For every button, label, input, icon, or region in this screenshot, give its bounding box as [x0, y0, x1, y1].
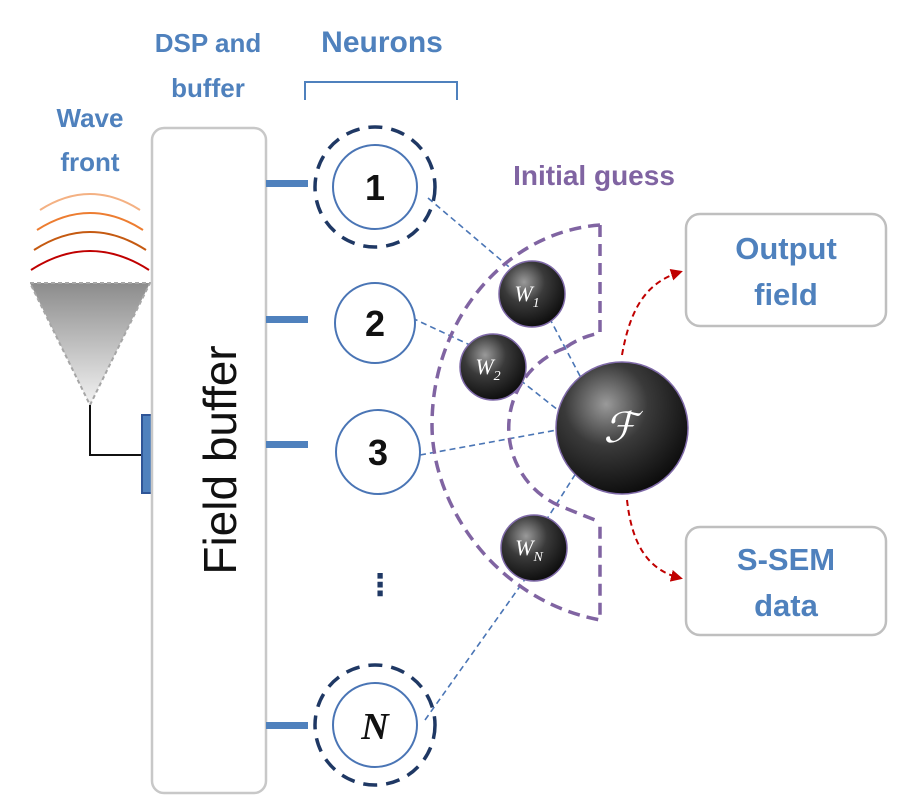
neurons-bracket — [304, 81, 458, 100]
output-field-box-frame — [684, 212, 888, 328]
dsp-buffer-label: DSP and buffer — [155, 28, 261, 103]
neuron-n-outer-ring — [313, 663, 437, 787]
weight-node-1-label: W1 — [514, 281, 539, 311]
connector-n — [266, 722, 308, 729]
weight-node-2-sphere — [459, 333, 527, 401]
arrow-to-ssem-data — [626, 499, 683, 582]
output-field-line2: field — [754, 277, 818, 312]
weight-node-1: W1 — [498, 260, 566, 328]
ssem-data-box: S-SEM data — [684, 525, 888, 637]
output-arrows — [621, 268, 683, 582]
antenna-cable — [89, 405, 150, 456]
wave-front-label: Wave front — [57, 103, 124, 177]
neuron-1: 1 — [313, 125, 437, 249]
ssem-data-line2: data — [754, 588, 819, 623]
weight-node-n-sphere — [500, 514, 568, 582]
wave-front-icon — [30, 193, 150, 271]
connector-2 — [266, 316, 308, 323]
weight-node-n-label: WN — [515, 535, 543, 565]
output-field-box: Output field — [684, 212, 888, 328]
connector-1 — [266, 180, 308, 187]
neuron-2: 2 — [334, 282, 416, 364]
initial-guess-label: Initial guess — [513, 160, 675, 191]
buffer-connectors — [266, 180, 308, 729]
neuron-2-label: 2 — [365, 303, 385, 344]
weight-node-n: WN — [500, 514, 568, 582]
neuron-n-label: N — [360, 706, 390, 748]
arrow-to-output-field — [621, 268, 683, 356]
wave-label-line1: Wave — [57, 103, 124, 133]
function-node: ℱ — [555, 361, 689, 495]
neuron-3-circle — [335, 409, 421, 495]
neuron-ellipsis: ⋮ — [365, 569, 395, 602]
field-buffer-box — [150, 126, 268, 795]
field-buffer-label: Field buffer — [194, 345, 246, 574]
weight-node-2-label: W2 — [475, 354, 500, 384]
neuron-1-label: 1 — [365, 167, 385, 208]
horn-antenna-icon — [28, 282, 152, 408]
ssem-data-line1: S-SEM — [737, 542, 835, 577]
initial-guess-region — [430, 223, 602, 623]
neuron-2-circle — [334, 282, 416, 364]
neuron-1-circle — [332, 144, 418, 230]
ssem-data-box-frame — [684, 525, 888, 637]
neuron-n-circle — [332, 682, 418, 768]
weight-node-1-sphere — [498, 260, 566, 328]
neurons-label: Neurons — [321, 26, 443, 59]
dsp-label-line2: buffer — [171, 73, 245, 103]
neuron-1-outer-ring — [313, 125, 437, 249]
dsp-label-line1: DSP and — [155, 28, 261, 58]
connector-3 — [266, 441, 308, 448]
wave-label-line2: front — [60, 147, 120, 177]
output-field-line1: Output — [735, 231, 837, 266]
weight-node-2: W2 — [459, 333, 527, 401]
neuron-n: N — [313, 663, 437, 787]
function-node-sphere — [555, 361, 689, 495]
neuron-3-label: 3 — [368, 432, 388, 473]
neuron-3: 3 — [335, 409, 421, 495]
